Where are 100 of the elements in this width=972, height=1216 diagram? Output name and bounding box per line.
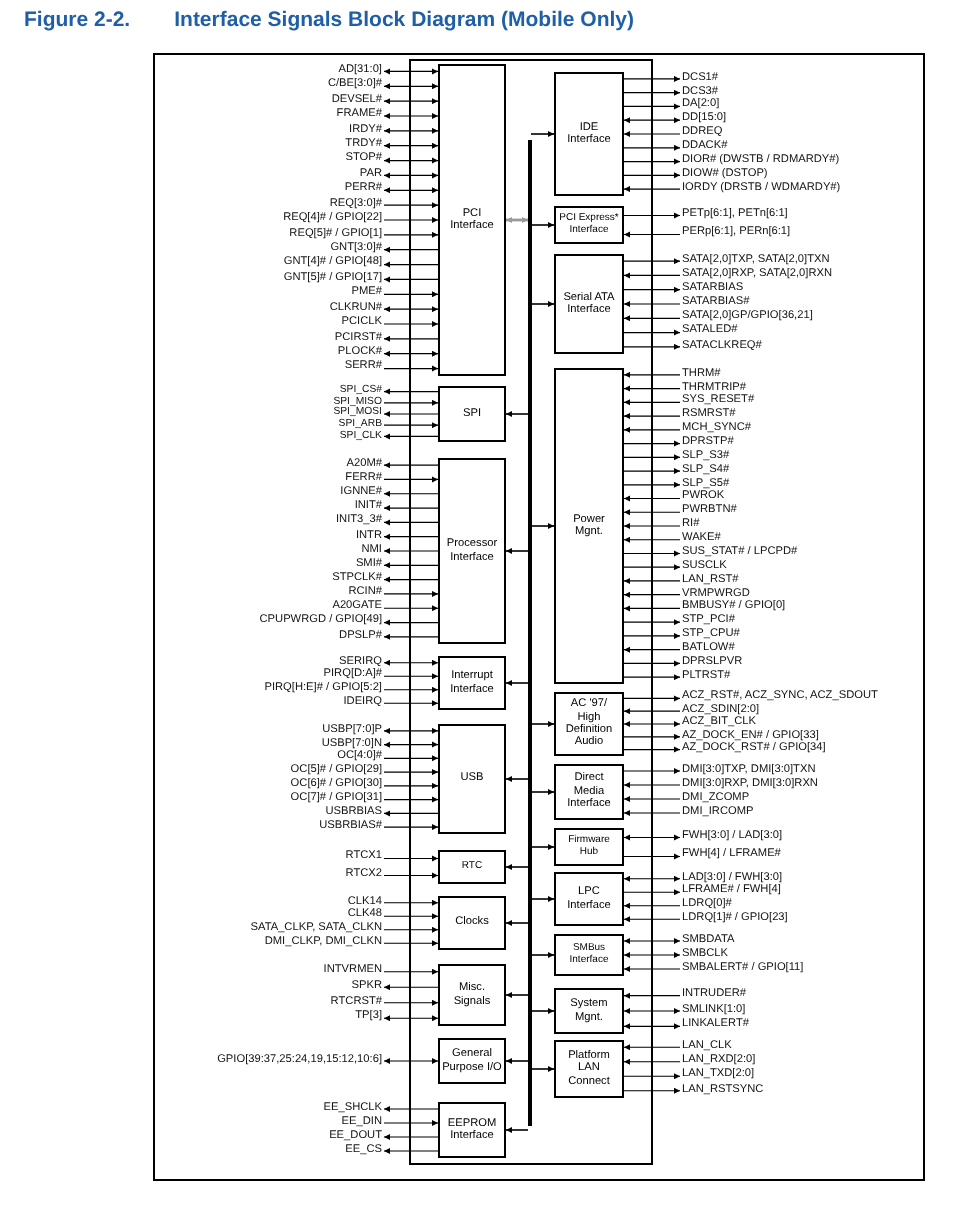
signal-arrow [383, 1057, 439, 1065]
signal-arrow [383, 823, 439, 831]
signal-arrow [623, 795, 681, 803]
signal-arrow [383, 97, 439, 105]
signal-arrow [383, 201, 439, 209]
signal-arrow [623, 75, 681, 83]
signal-arrow [623, 660, 681, 667]
signal-arrow [383, 157, 439, 164]
signal-arrow [383, 926, 439, 933]
signal-arrow [623, 117, 681, 124]
bus-arrow [530, 130, 555, 138]
signal-arrow [623, 902, 681, 909]
signal-arrow [383, 562, 439, 569]
signal-arrow [623, 130, 681, 138]
signal-arrow [623, 618, 681, 626]
signal-arrow [383, 727, 439, 735]
signal-arrow [623, 231, 681, 238]
signal-arrow [623, 103, 681, 110]
signal-arrow [383, 700, 439, 707]
signal-arrow [383, 335, 439, 343]
signal-arrow [383, 1119, 439, 1127]
signal-arrow [623, 185, 681, 193]
signal-arrow [623, 371, 681, 379]
signal-arrow [383, 504, 439, 512]
signal-arrow [383, 476, 439, 483]
signal-arrow [623, 591, 681, 598]
signal-arrow [623, 399, 681, 406]
signal-arrow [623, 1007, 681, 1015]
signal-arrow [383, 913, 439, 920]
signal-arrow [383, 533, 439, 540]
signal-arrow [623, 286, 681, 293]
signal-arrow [623, 992, 681, 999]
bus-arrow [505, 863, 529, 871]
signal-arrow [383, 461, 439, 469]
signal-arrow [623, 257, 681, 265]
signal-arrow [383, 410, 439, 418]
signal-arrow [623, 889, 681, 896]
signal-arrow [623, 733, 681, 740]
signal-arrow [383, 899, 439, 906]
signal-arrow [383, 365, 439, 372]
signal-arrow [383, 187, 439, 194]
signal-arrow [383, 519, 439, 526]
signal-arrow [623, 646, 681, 653]
signal-arrow [623, 1087, 681, 1094]
signal-arrow [383, 490, 439, 497]
signal-arrow [623, 158, 681, 165]
signal-arrow [623, 834, 681, 841]
figure-title: Interface Signals Block Diagram (Mobile Only) [174, 8, 634, 32]
signal-arrow [383, 142, 439, 149]
signal-arrow [623, 144, 681, 151]
signal-arrow [383, 984, 439, 991]
bus-arrow [530, 522, 555, 530]
figure-number: Figure 2-2. [24, 8, 131, 32]
signal-arrow [623, 522, 681, 530]
signal-arrow [383, 320, 439, 328]
signal-arrow [623, 746, 681, 753]
signal-arrow [623, 916, 681, 923]
signal-arrow [383, 605, 439, 612]
signal-arrow [383, 619, 439, 626]
signal-arrow [383, 968, 439, 975]
bus-arrow [530, 1007, 555, 1015]
bus-arrow [506, 216, 528, 224]
signal-arrow [623, 550, 681, 557]
signal-arrow [623, 1058, 681, 1065]
signal-arrow [623, 965, 681, 973]
signal-arrow [623, 937, 681, 945]
signal-arrow [383, 172, 439, 179]
signal-arrow [623, 89, 681, 96]
signal-arrow [623, 1023, 681, 1030]
signal-arrow [383, 547, 439, 555]
signal-arrow [623, 454, 681, 461]
signal-arrow [623, 315, 681, 322]
signal-arrow [623, 767, 681, 775]
signal-arrow [383, 810, 439, 817]
bus-arrow [505, 775, 529, 783]
bus-arrow [530, 843, 555, 851]
bus-arrow [530, 720, 555, 728]
signal-arrow [383, 1147, 439, 1155]
signal-arrow [623, 481, 681, 488]
signal-arrow [383, 68, 439, 75]
signal-arrow [383, 999, 439, 1006]
signal-arrow [383, 1105, 439, 1113]
bus-arrow [505, 679, 529, 687]
signal-arrow [623, 385, 681, 392]
bus-arrow [505, 547, 529, 555]
signal-arrow [623, 329, 681, 336]
signal-arrow [383, 422, 439, 429]
signal-arrow [623, 605, 681, 612]
signal-arrow [383, 782, 439, 790]
signal-arrow [623, 509, 681, 516]
signal-arrow [383, 940, 439, 947]
signal-arrow [623, 536, 681, 543]
signal-arrow [623, 781, 681, 789]
signal-arrow [623, 495, 681, 502]
signal-arrow [383, 590, 439, 598]
signal-arrow [623, 809, 681, 817]
bus-arrow [530, 300, 555, 308]
bus-arrow [505, 1057, 529, 1065]
signal-arrow [623, 720, 681, 728]
signal-arrow [623, 564, 681, 571]
